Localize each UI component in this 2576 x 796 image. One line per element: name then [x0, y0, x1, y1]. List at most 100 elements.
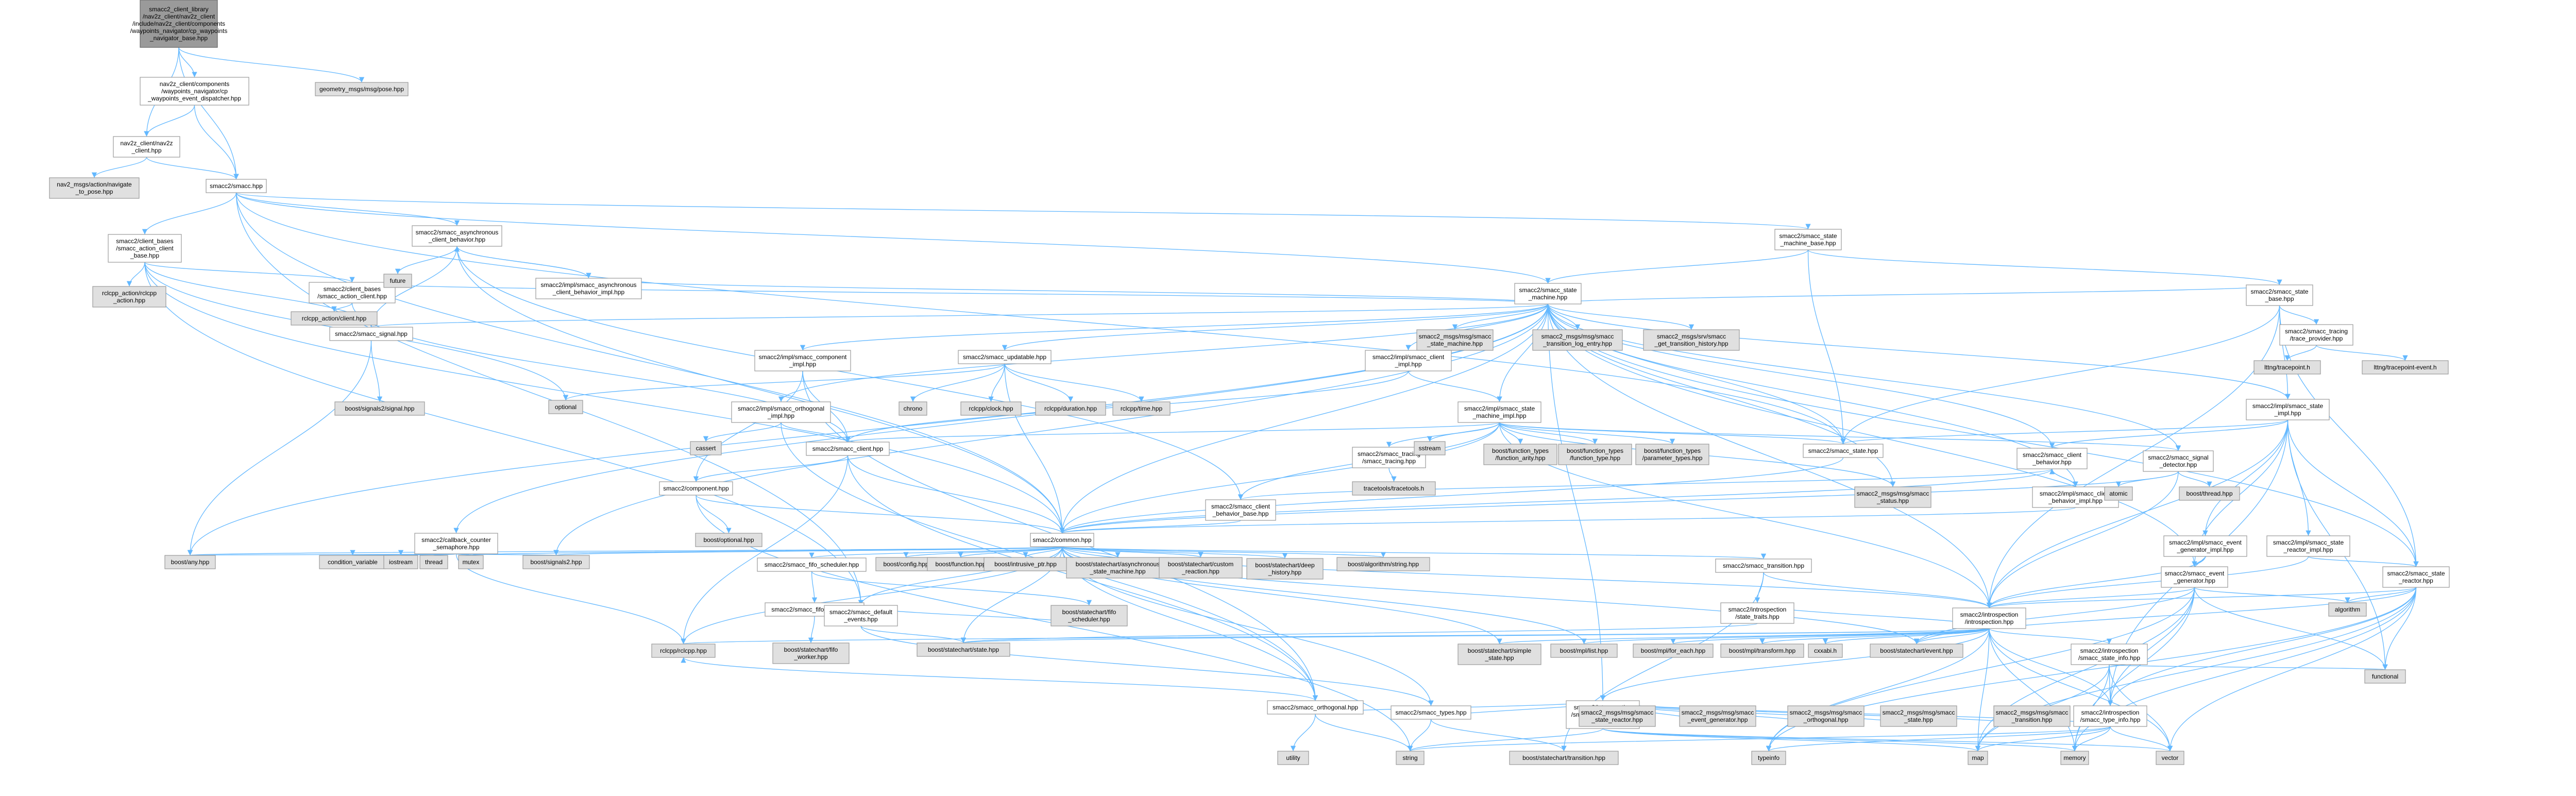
graph-node[interactable]: nav2z_client/components/waypoints_naviga…: [140, 77, 249, 106]
graph-node[interactable]: smacc2_msgs/srv/smacc_get_transition_his…: [1643, 329, 1740, 351]
graph-node[interactable]: nav2_msgs/action/navigate_to_pose.hpp: [49, 177, 140, 199]
graph-node[interactable]: smacc2/introspection/smacc_state_info.hp…: [2071, 643, 2148, 665]
graph-node[interactable]: boost/signals2.hpp: [522, 555, 590, 569]
graph-node[interactable]: rclcpp_action/client.hpp: [291, 311, 378, 326]
graph-node[interactable]: smacc2/smacc_signal.hpp: [329, 327, 413, 341]
graph-node[interactable]: boost/statechart/state.hpp: [917, 642, 1010, 657]
graph-node[interactable]: smacc2/impl/smacc_state_machine_impl.hpp: [1458, 401, 1541, 423]
graph-node[interactable]: smacc2/smacc_state_base.hpp: [2246, 284, 2313, 306]
graph-node[interactable]: smacc2/smacc_event_generator.hpp: [2161, 566, 2228, 588]
graph-node[interactable]: smacc2/component.hpp: [659, 481, 733, 496]
graph-node[interactable]: smacc2/smacc_asynchronous_client_behavio…: [412, 225, 502, 247]
graph-node[interactable]: boost/statechart/custom_reaction.hpp: [1159, 557, 1243, 579]
graph-node[interactable]: smacc2/smacc_state_machine.hpp: [1514, 283, 1582, 304]
graph-node[interactable]: smacc2/impl/smacc_client_impl.hpp: [1365, 350, 1452, 371]
graph-node[interactable]: smacc2/smacc_client_behavior.hpp: [2016, 448, 2088, 469]
graph-node[interactable]: smacc2/introspection/smacc_type_info.hpp: [2073, 705, 2147, 727]
graph-node[interactable]: smacc2/callback_counter_semaphore.hpp: [414, 533, 498, 554]
graph-node[interactable]: cassert: [690, 441, 722, 455]
graph-node[interactable]: geometry_msgs/msg/pose.hpp: [315, 82, 409, 96]
graph-node[interactable]: smacc2/smacc_tracing/trace_provider.hpp: [2279, 324, 2353, 346]
graph-node[interactable]: rclcpp/duration.hpp: [1035, 401, 1106, 416]
graph-node[interactable]: map: [1968, 751, 1988, 765]
graph-node[interactable]: lttng/tracepoint.h: [2253, 360, 2321, 375]
graph-node[interactable]: smacc2_client_library/nav2z_client/nav2z…: [130, 0, 228, 48]
graph-node[interactable]: rclcpp/clock.hpp: [960, 401, 1022, 416]
graph-node[interactable]: boost/function_types/function_type.hpp: [1558, 444, 1632, 465]
graph-node[interactable]: algorithm: [2328, 602, 2367, 617]
graph-node[interactable]: boost/statechart/event.hpp: [1870, 643, 1963, 658]
graph-node[interactable]: boost/mpl/list.hpp: [1550, 643, 1618, 658]
graph-node[interactable]: smacc2/impl/smacc_event_generator_impl.h…: [2163, 535, 2247, 557]
graph-node[interactable]: smacc2/introspection/state_traits.hpp: [1720, 602, 1794, 624]
graph-node[interactable]: atomic: [2104, 486, 2133, 501]
graph-node[interactable]: smacc2/smacc_client_behavior_base.hpp: [1205, 499, 1276, 521]
graph-node[interactable]: optional: [548, 400, 583, 414]
graph-node[interactable]: boost/statechart/simple_state.hpp: [1458, 643, 1541, 665]
graph-node[interactable]: smacc2/impl/smacc_client_behavior_impl.h…: [2032, 486, 2119, 508]
graph-node[interactable]: rclcpp_action/rclcpp_action.hpp: [92, 286, 166, 308]
graph-node[interactable]: smacc2/smacc_state_reactor.hpp: [2382, 566, 2450, 588]
graph-node[interactable]: smacc2/smacc_tracing/smacc_tracing.hpp: [1352, 447, 1426, 468]
graph-node[interactable]: smacc2/impl/smacc_state_reactor_impl.hpp: [2266, 535, 2350, 557]
graph-node[interactable]: smacc2/smacc_state_machine_base.hpp: [1774, 229, 1842, 250]
graph-node[interactable]: smacc2_msgs/msg/smacc_status.hpp: [1854, 486, 1931, 508]
graph-node[interactable]: vector: [2156, 751, 2184, 765]
graph-node[interactable]: smacc2/impl/smacc_asynchronous_client_be…: [535, 278, 642, 299]
graph-node[interactable]: condition_variable: [319, 555, 386, 569]
graph-node[interactable]: mutex: [458, 555, 484, 569]
graph-node[interactable]: smacc2/impl/smacc_component_impl.hpp: [754, 350, 851, 371]
graph-node[interactable]: smacc2/smacc_fifo_scheduler.hpp: [757, 557, 867, 572]
graph-node[interactable]: boost/statechart/fifo_worker.hpp: [772, 642, 850, 664]
graph-node[interactable]: boost/intrusive_ptr.hpp: [984, 557, 1067, 571]
graph-node[interactable]: smacc2/smacc_updatable.hpp: [958, 350, 1052, 364]
graph-node[interactable]: smacc2/smacc_orthogonal.hpp: [1267, 700, 1364, 715]
graph-node[interactable]: functional: [2364, 669, 2406, 684]
graph-node[interactable]: boost/mpl/for_each.hpp: [1633, 643, 1714, 658]
graph-node[interactable]: boost/mpl/transform.hpp: [1720, 643, 1804, 658]
graph-node[interactable]: boost/statechart/asynchronous_state_mach…: [1066, 557, 1170, 579]
graph-node[interactable]: rclcpp/time.hpp: [1112, 401, 1171, 416]
graph-node[interactable]: boost/function_types/parameter_types.hpp: [1635, 444, 1709, 465]
graph-node[interactable]: smacc2_msgs/msg/smacc_transition_log_ent…: [1532, 329, 1623, 351]
graph-node[interactable]: smacc2/smacc_signal_detector.hpp: [2143, 450, 2214, 472]
graph-node[interactable]: iostream: [383, 555, 418, 569]
graph-node[interactable]: smacc2/smacc_client.hpp: [806, 442, 890, 456]
graph-node[interactable]: boost/any.hpp: [164, 555, 216, 569]
graph-node[interactable]: boost/algorithm/string.hpp: [1336, 557, 1430, 571]
graph-node[interactable]: smacc2_msgs/msg/smacc_transition.hpp: [1993, 705, 2071, 727]
graph-node[interactable]: smacc2_msgs/msg/smacc_orthogonal.hpp: [1787, 705, 1865, 727]
graph-node[interactable]: nav2z_client/nav2z_client.hpp: [113, 136, 180, 158]
graph-node[interactable]: smacc2/impl/smacc_orthogonal_impl.hpp: [731, 401, 831, 423]
graph-node[interactable]: smacc2/common.hpp: [1030, 533, 1094, 547]
graph-node[interactable]: smacc2_msgs/msg/smacc_state_reactor.hpp: [1579, 705, 1656, 727]
graph-node[interactable]: boost/statechart/deep_history.hpp: [1246, 558, 1324, 580]
graph-node[interactable]: smacc2/introspection/introspection.hpp: [1952, 607, 2026, 629]
graph-node[interactable]: typeinfo: [1751, 751, 1786, 765]
graph-node[interactable]: smacc2/client_bases/smacc_action_client.…: [309, 282, 396, 303]
graph-node[interactable]: boost/thread.hpp: [2179, 486, 2240, 501]
graph-node[interactable]: smacc2/smacc_transition.hpp: [1715, 558, 1812, 573]
graph-node[interactable]: lttng/tracepoint-event.h: [2362, 360, 2449, 375]
graph-node[interactable]: boost/statechart/transition.hpp: [1509, 751, 1619, 765]
graph-node[interactable]: boost/function.hpp: [927, 557, 994, 571]
graph-node[interactable]: smacc2/impl/smacc_state_impl.hpp: [2246, 399, 2330, 420]
graph-node[interactable]: smacc2_msgs/msg/smacc_event_generator.hp…: [1679, 705, 1756, 727]
graph-node[interactable]: smacc2/smacc_default_events.hpp: [824, 605, 898, 626]
graph-node[interactable]: smacc2/smacc_state.hpp: [1803, 444, 1884, 458]
graph-node[interactable]: thread: [419, 555, 448, 569]
graph-node[interactable]: smacc2/smacc_types.hpp: [1391, 705, 1471, 720]
graph-node[interactable]: boost/signals2/signal.hpp: [334, 401, 425, 416]
graph-node[interactable]: boost/function_types/function_arity.hpp: [1483, 444, 1557, 465]
graph-node[interactable]: sstream: [1414, 441, 1446, 455]
graph-node[interactable]: boost/statechart/fifo_scheduler.hpp: [1050, 605, 1128, 626]
graph-node[interactable]: future: [383, 274, 412, 288]
graph-node[interactable]: chrono: [899, 401, 927, 416]
graph-node[interactable]: smacc2_msgs/msg/smacc_state.hpp: [1880, 705, 1957, 727]
graph-node[interactable]: memory: [2060, 751, 2089, 765]
graph-node[interactable]: utility: [1277, 751, 1309, 765]
graph-node[interactable]: rclcpp/rclcpp.hpp: [651, 643, 716, 658]
graph-node[interactable]: boost/optional.hpp: [695, 533, 762, 547]
graph-node[interactable]: smacc2/client_bases/smacc_action_client_…: [108, 234, 182, 263]
graph-node[interactable]: smacc2_msgs/msg/smacc_state_machine.hpp: [1416, 329, 1494, 351]
